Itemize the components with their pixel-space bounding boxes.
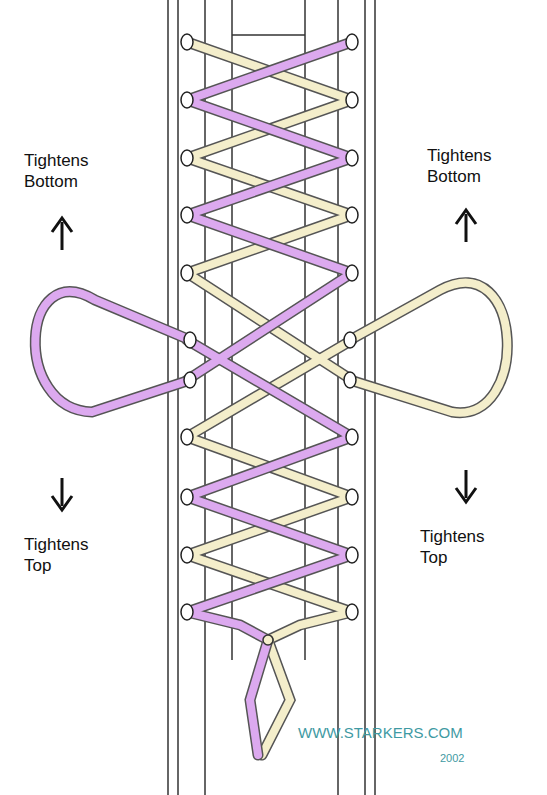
direction-arrows — [52, 210, 476, 510]
direction-label: Tightens Top — [420, 526, 510, 569]
direction-label: Tightens Bottom — [427, 145, 517, 188]
shoe-outline — [168, 0, 375, 795]
year-credit: 2002 — [440, 752, 500, 766]
direction-label: Tightens Top — [24, 534, 114, 577]
eyelets — [181, 34, 358, 620]
direction-label: Tightens Bottom — [24, 150, 114, 193]
website-credit: WWW.STARKERS.COM — [298, 724, 528, 743]
